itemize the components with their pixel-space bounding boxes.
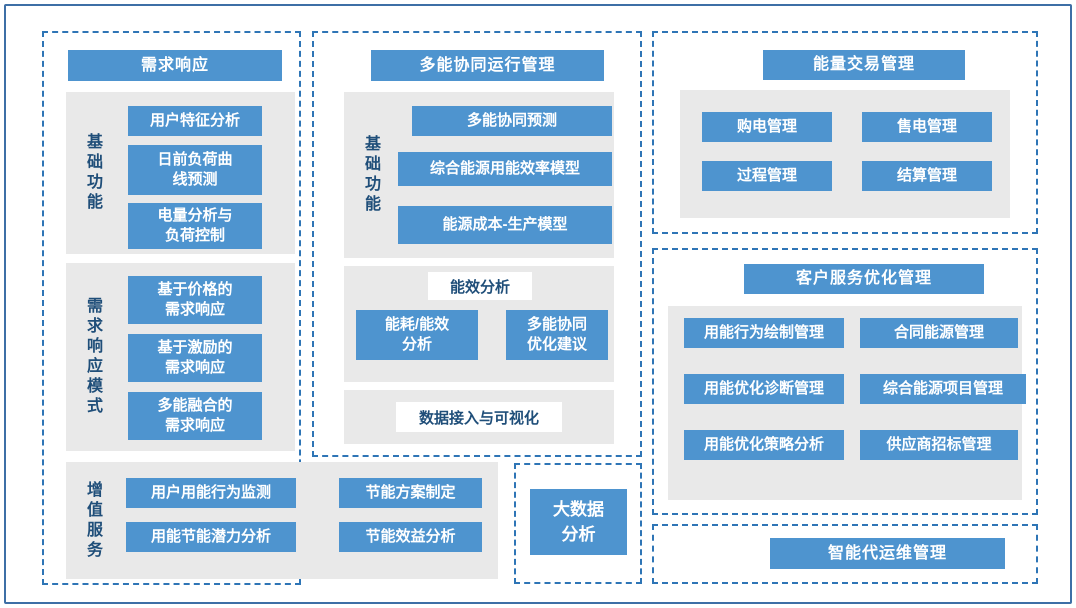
panel-big-data <box>514 463 642 584</box>
vlabel-dr-basic-functions: 基础功能 <box>84 133 101 213</box>
feature-item: 能耗/能效 分析 <box>356 310 478 360</box>
panel-smart-operation <box>652 524 1038 584</box>
panel-multi-energy <box>312 31 642 457</box>
feature-item: 综合能源用能效率模型 <box>398 152 612 186</box>
feature-item: 用能行为绘制管理 <box>684 318 844 348</box>
feature-item: 用能节能潜力分析 <box>126 522 296 552</box>
feature-item: 基于价格的 需求响应 <box>128 276 262 324</box>
feature-item: 节能效益分析 <box>339 522 482 552</box>
title-smart-operation: 智能代运维管理 <box>770 538 1005 569</box>
feature-item: 基于激励的 需求响应 <box>128 334 262 382</box>
feature-item: 供应商招标管理 <box>860 430 1018 460</box>
feature-item: 多能协同 优化建议 <box>506 310 608 360</box>
header-data-access: 数据接入与可视化 <box>396 402 562 432</box>
title-customer-service: 客户服务优化管理 <box>744 264 984 294</box>
feature-item: 用户特征分析 <box>128 106 262 136</box>
feature-item: 电量分析与 负荷控制 <box>128 203 262 249</box>
big-data-box: 大数据 分析 <box>530 489 627 555</box>
feature-item: 购电管理 <box>702 112 832 142</box>
title-demand-response: 需求响应 <box>68 50 282 81</box>
vlabel-me-basic-functions: 基础功能 <box>362 135 379 215</box>
feature-item: 多能协同预测 <box>412 106 612 136</box>
feature-item: 多能融合的 需求响应 <box>128 392 262 440</box>
feature-item: 用能优化诊断管理 <box>684 374 844 404</box>
feature-item: 日前负荷曲 线预测 <box>128 145 262 195</box>
feature-item: 合同能源管理 <box>860 318 1018 348</box>
feature-item: 综合能源项目管理 <box>860 374 1026 404</box>
vlabel-dr-value-added: 增值服务 <box>84 480 101 561</box>
vlabel-dr-modes: 需求响应模式 <box>84 297 101 417</box>
feature-item: 用户用能行为监测 <box>126 478 296 508</box>
feature-item: 结算管理 <box>862 161 992 191</box>
feature-item: 能源成本-生产模型 <box>398 206 612 244</box>
panel-demand-response <box>42 31 301 585</box>
title-multi-energy: 多能协同运行管理 <box>371 50 604 81</box>
group-energy-trading <box>680 90 1010 218</box>
panel-energy-trading <box>652 31 1038 234</box>
feature-item: 用能优化策略分析 <box>684 430 844 460</box>
panel-customer-service <box>652 248 1038 515</box>
title-energy-trading: 能量交易管理 <box>763 50 965 80</box>
outer-frame <box>4 4 1072 604</box>
header-efficiency-analysis: 能效分析 <box>428 272 532 300</box>
feature-item: 节能方案制定 <box>339 478 482 508</box>
feature-item: 售电管理 <box>862 112 992 142</box>
feature-item: 过程管理 <box>702 161 832 191</box>
